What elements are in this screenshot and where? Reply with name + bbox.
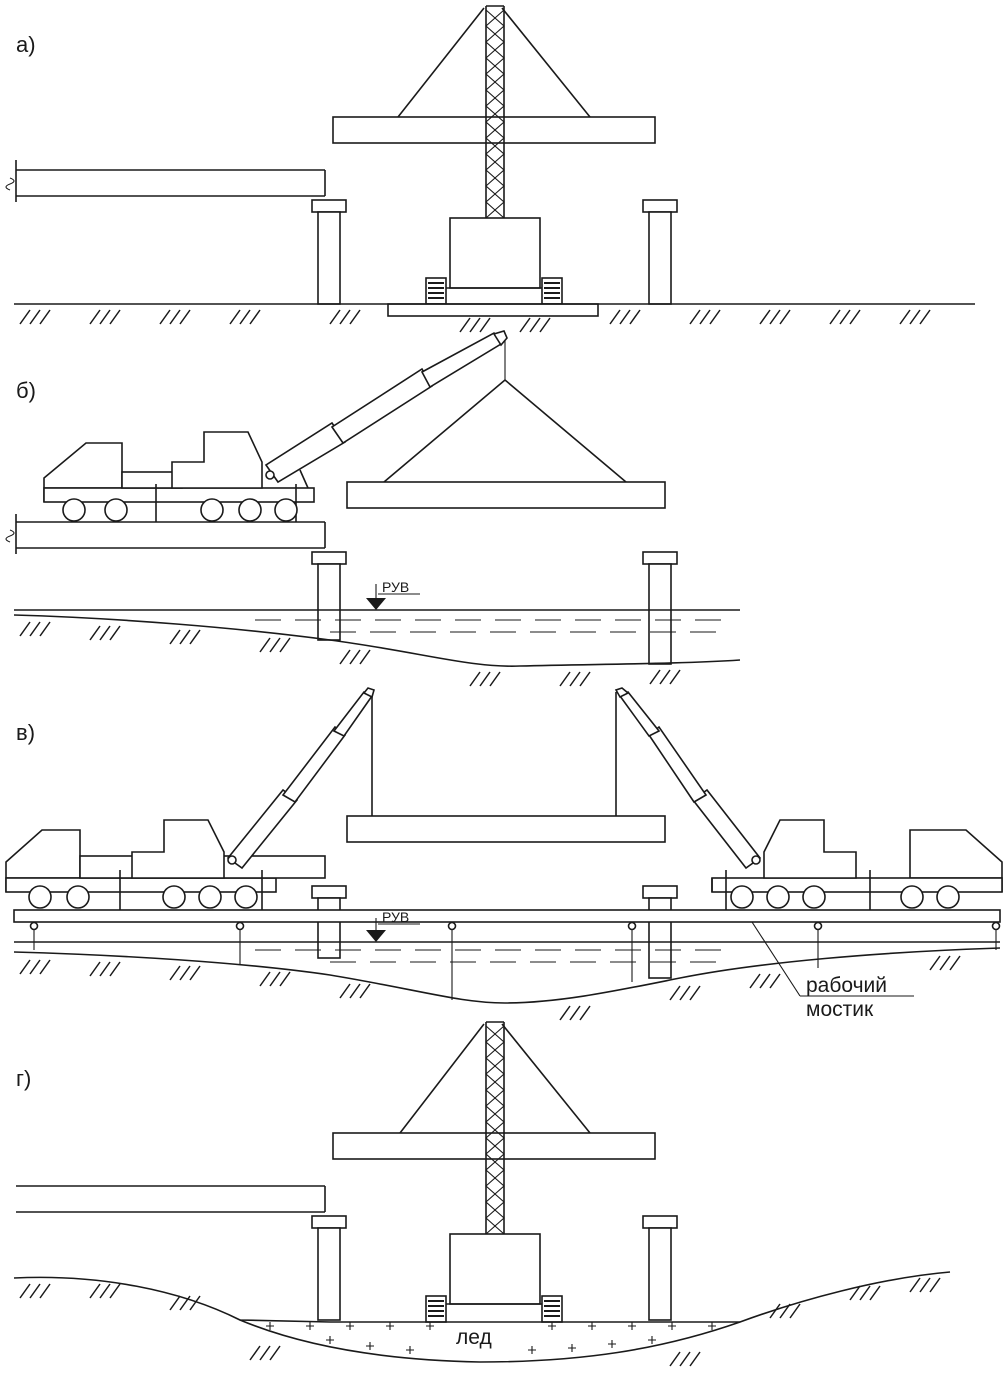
pier-d-right — [642, 1215, 678, 1321]
lattice-mast-d — [485, 1021, 505, 1235]
water-level-label-c: РУВ — [382, 909, 409, 925]
pier-d-left — [311, 1215, 347, 1321]
crane-platform — [387, 303, 599, 317]
riverbed-b — [13, 614, 741, 687]
water-level-label-b: РУВ — [382, 579, 409, 595]
working-bridge-label-line2: мостик — [806, 998, 874, 1021]
pier-left — [311, 199, 347, 305]
ice-and-bed-d: лед — [13, 1271, 951, 1367]
working-bridge-callout: рабочий мостик — [751, 921, 914, 1021]
ice-label: лед — [456, 1326, 492, 1349]
working-bridge-label-line1: рабочий — [806, 974, 887, 997]
truck-crane-b — [43, 330, 508, 522]
working-bridge-deck — [13, 909, 1001, 1000]
crawler-crane-d — [332, 1021, 656, 1323]
existing-span-b — [5, 514, 326, 554]
pier-right — [642, 199, 678, 305]
panel-a-label: а) — [16, 32, 36, 57]
pier-b-left — [311, 551, 347, 641]
water-level-b: РУВ — [14, 579, 740, 633]
panel-c: в) — [5, 687, 1003, 1021]
existing-span-left — [5, 160, 326, 202]
crane-cabin — [449, 217, 541, 289]
lifted-span-b — [346, 340, 666, 509]
water-level-c: РУВ — [14, 909, 1000, 963]
span-beam-lifted — [332, 116, 656, 144]
riverbed-c — [13, 947, 1001, 1021]
panel-d: г) — [13, 1021, 951, 1367]
ice-marks — [266, 1322, 716, 1354]
truck-crane-c-left — [5, 687, 375, 910]
ground-a — [14, 303, 975, 333]
panel-a: а) — [5, 5, 975, 333]
panel-b-label: б) — [16, 378, 36, 403]
panel-b: б) — [5, 330, 741, 687]
lifted-span-c — [346, 692, 666, 843]
truck-crane-c-right — [614, 687, 1003, 910]
existing-span-d — [16, 1185, 326, 1213]
pier-c-right — [642, 885, 678, 979]
pier-b-right — [642, 551, 678, 665]
lattice-mast — [485, 5, 505, 219]
crawler-crane — [332, 5, 656, 317]
panel-d-label: г) — [16, 1066, 31, 1091]
panel-c-label: в) — [16, 720, 35, 745]
